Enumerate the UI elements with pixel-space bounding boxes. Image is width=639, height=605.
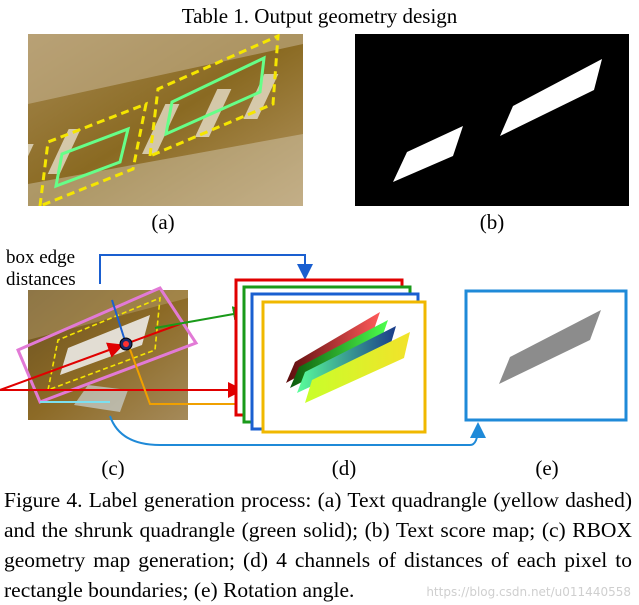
figure-caption: Figure 4. Label generation process: (a) …: [4, 488, 632, 602]
table-title: Table 1. Output geometry design: [181, 4, 458, 28]
yellow-quad-right: [148, 34, 280, 159]
box-edge-label: box edge distances: [6, 247, 76, 291]
green-quad-right: [163, 55, 266, 137]
label-e: (e): [535, 456, 559, 480]
label-d: (d): [331, 456, 357, 480]
watermark: https://blog.csdn.net/u011440558: [426, 585, 631, 599]
panel-c-d-e-diagram: [0, 254, 628, 446]
green-quad-left: [54, 126, 131, 189]
pink-rbox: [16, 286, 199, 404]
box-edge-line1: box edge: [6, 247, 76, 268]
label-a: (a): [151, 210, 175, 234]
line-angle-label: line angle: [29, 421, 104, 442]
label-b: (b): [479, 210, 505, 234]
box-edge-line2: distances: [6, 269, 76, 290]
yellow-quad-left: [38, 101, 149, 206]
panel-a-image: [28, 34, 303, 206]
panel-b-score-map: [355, 34, 629, 206]
label-c: (c): [101, 456, 125, 480]
